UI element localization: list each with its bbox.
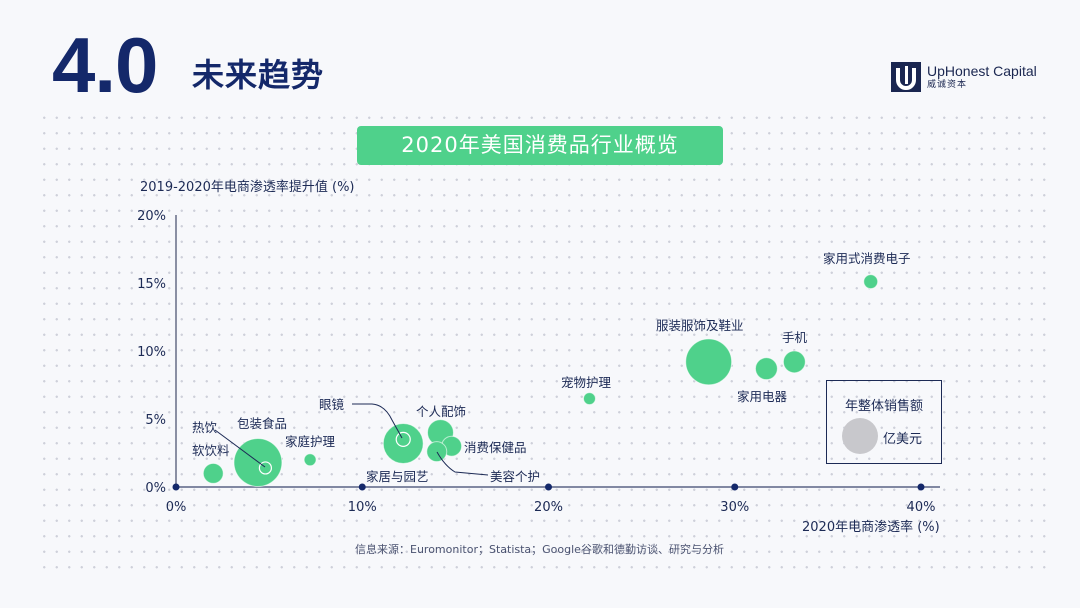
- x-tick-dot: [731, 483, 739, 491]
- x-tick-markers: [172, 483, 925, 491]
- x-tick-dot: [358, 483, 366, 491]
- company-logo: UpHonest Capital 威诚资本: [891, 62, 1037, 92]
- logo-name-cn: 威诚资本: [927, 80, 968, 90]
- y-tick-label: 20%: [137, 209, 166, 224]
- x-tick-label: 40%: [907, 500, 936, 515]
- bubble-label: 家用式消费电子: [823, 251, 911, 266]
- bubble-label: 消费保健品: [464, 440, 527, 455]
- leader-line-hot-drinks: [214, 429, 266, 468]
- bubble: [582, 392, 596, 406]
- bubble-label: 软饮料: [192, 443, 230, 458]
- y-axis-label: 2019-2020年电商渗透率提升值 (%): [140, 180, 355, 195]
- x-tick-dot: [172, 483, 180, 491]
- bubble-ring: [258, 461, 272, 475]
- bubble: [233, 438, 283, 488]
- bubble-label: 家庭护理: [285, 434, 336, 449]
- y-tick-label: 0%: [145, 481, 166, 496]
- u-logo-icon: [891, 62, 921, 92]
- bubble: [863, 274, 879, 290]
- x-axis-label: 2020年电商渗透率 (%): [802, 520, 940, 535]
- bubble-label: 包装食品: [237, 416, 287, 431]
- chart-title: 2020年美国消费品行业概览: [357, 126, 723, 165]
- legend-size-circle-icon: [842, 418, 878, 454]
- bubble: [754, 357, 778, 381]
- bubble-label: 宠物护理: [561, 375, 612, 390]
- bubble-label: 服装服饰及鞋业: [656, 318, 744, 333]
- section-title: 未来趋势: [192, 56, 325, 94]
- bubble-label: 美容个护: [490, 469, 540, 484]
- size-legend: 年整体销售额 亿美元: [826, 380, 942, 464]
- leader-line-beauty: [436, 451, 489, 476]
- leader-line-eyewear: [352, 403, 403, 439]
- bubble: [685, 338, 733, 386]
- bubble-label: 个人配饰: [416, 404, 466, 419]
- bubble: [303, 453, 317, 467]
- bubble-label: 热饮: [192, 420, 218, 435]
- bubble: [202, 462, 224, 484]
- bubble-label: 家用电器: [737, 389, 788, 404]
- x-tick-label: 10%: [348, 500, 377, 515]
- x-tick-label: 20%: [534, 500, 563, 515]
- legend-title: 年整体销售额: [844, 399, 923, 414]
- logo-name-en: UpHonest Capital: [927, 63, 1037, 79]
- y-tick-label: 5%: [145, 413, 166, 428]
- legend-unit: 亿美元: [883, 432, 923, 447]
- x-tick-dot: [545, 483, 552, 491]
- y-tick-labels: 0% 5% 10% 15% 20%: [137, 209, 166, 496]
- bubble-ring: [395, 431, 411, 447]
- x-tick-label: 0%: [166, 500, 187, 515]
- source-note: 信息来源：Euromonitor；Statista；Google谷歌和德勤访谈、…: [355, 543, 724, 556]
- x-tick-label: 30%: [720, 500, 749, 515]
- dot-grid-background: [38, 110, 1048, 572]
- y-tick-label: 15%: [137, 277, 166, 292]
- section-number: 4.0: [52, 21, 158, 109]
- bubble-label: 眼镜: [319, 397, 345, 412]
- bubble-label: 家居与园艺: [366, 469, 429, 484]
- leader-lines: [214, 403, 489, 476]
- y-tick-label: 10%: [137, 345, 166, 360]
- x-tick-dot: [917, 483, 925, 491]
- bubble-series: [202, 274, 879, 488]
- bubble: [782, 350, 806, 374]
- bubble: [426, 441, 448, 463]
- bubble-label: 手机: [782, 330, 808, 345]
- bubble: [382, 422, 424, 464]
- x-tick-labels: 0% 10% 20% 30% 40%: [166, 500, 936, 515]
